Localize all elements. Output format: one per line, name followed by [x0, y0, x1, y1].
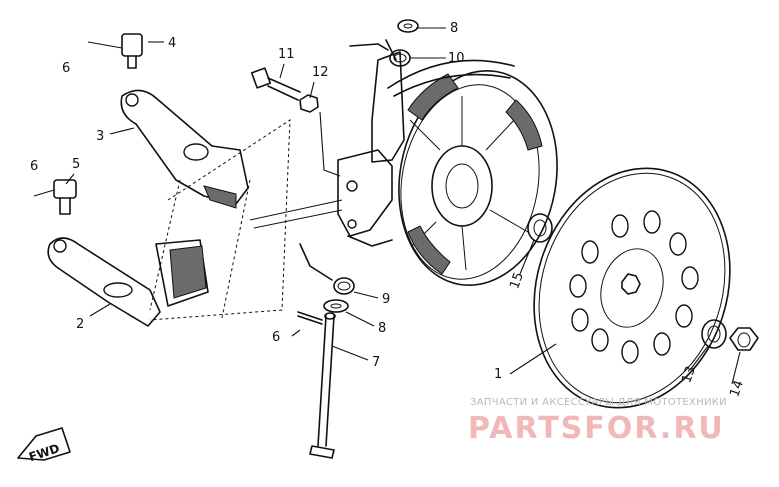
nut — [299, 94, 319, 113]
spring-top — [349, 39, 411, 67]
callout-4: 4 — [168, 36, 176, 51]
callout-15: 15 — [507, 270, 527, 291]
callout-8-lower: 8 — [378, 321, 386, 336]
spring-lower — [299, 243, 355, 295]
brake-panel-arm — [249, 51, 405, 247]
caliper-bracket-lower — [47, 119, 291, 327]
callout-6-mid: 6 — [30, 159, 38, 174]
callout-labels: 1 2 3 4 5 6 6 6 7 8 8 9 10 11 12 13 14 1… — [30, 21, 747, 399]
callout-14: 14 — [727, 378, 747, 399]
caliper-bracket-upper — [120, 89, 251, 319]
washer-lower — [323, 299, 349, 313]
cotter-pin-lower — [297, 311, 323, 325]
callout-7: 7 — [372, 355, 380, 370]
washer-top — [397, 19, 419, 33]
watermark-tagline: ЗАПЧАСТИ И АКСЕССУАРЫ ДЛЯ МОТОТЕХНИКИ — [470, 397, 727, 408]
leader-lines — [65, 27, 741, 385]
spacer-15 — [527, 213, 553, 243]
watermark-site: PARTSFOR.RU — [468, 411, 725, 446]
bolt — [250, 67, 301, 101]
fwd-arrow: FWD — [17, 427, 71, 464]
callout-8-top: 8 — [450, 21, 458, 36]
retaining-pin-mid — [33, 179, 77, 215]
callout-1: 1 — [494, 367, 502, 382]
wheel-hub — [387, 59, 558, 287]
callout-3: 3 — [96, 129, 104, 144]
callout-11: 11 — [278, 47, 295, 62]
callout-9: 9 — [382, 292, 390, 307]
watermark: ЗАПЧАСТИ И АКСЕССУАРЫ ДЛЯ МОТОТЕХНИКИ PA… — [468, 397, 727, 446]
retaining-pin-top — [87, 33, 143, 69]
axle-shaft — [309, 312, 336, 459]
washer-13 — [701, 319, 727, 349]
callout-2: 2 — [76, 317, 84, 332]
callout-10: 10 — [448, 51, 465, 66]
brake-disc — [533, 167, 731, 409]
fwd-label: FWD — [27, 441, 61, 464]
disc-holes — [569, 210, 699, 364]
axle-nut-14 — [729, 327, 759, 351]
callout-6-lower: 6 — [272, 330, 280, 345]
callout-5: 5 — [72, 157, 80, 172]
callout-13: 13 — [679, 364, 699, 385]
callout-12: 12 — [312, 65, 329, 80]
callout-6-top: 6 — [62, 61, 70, 76]
